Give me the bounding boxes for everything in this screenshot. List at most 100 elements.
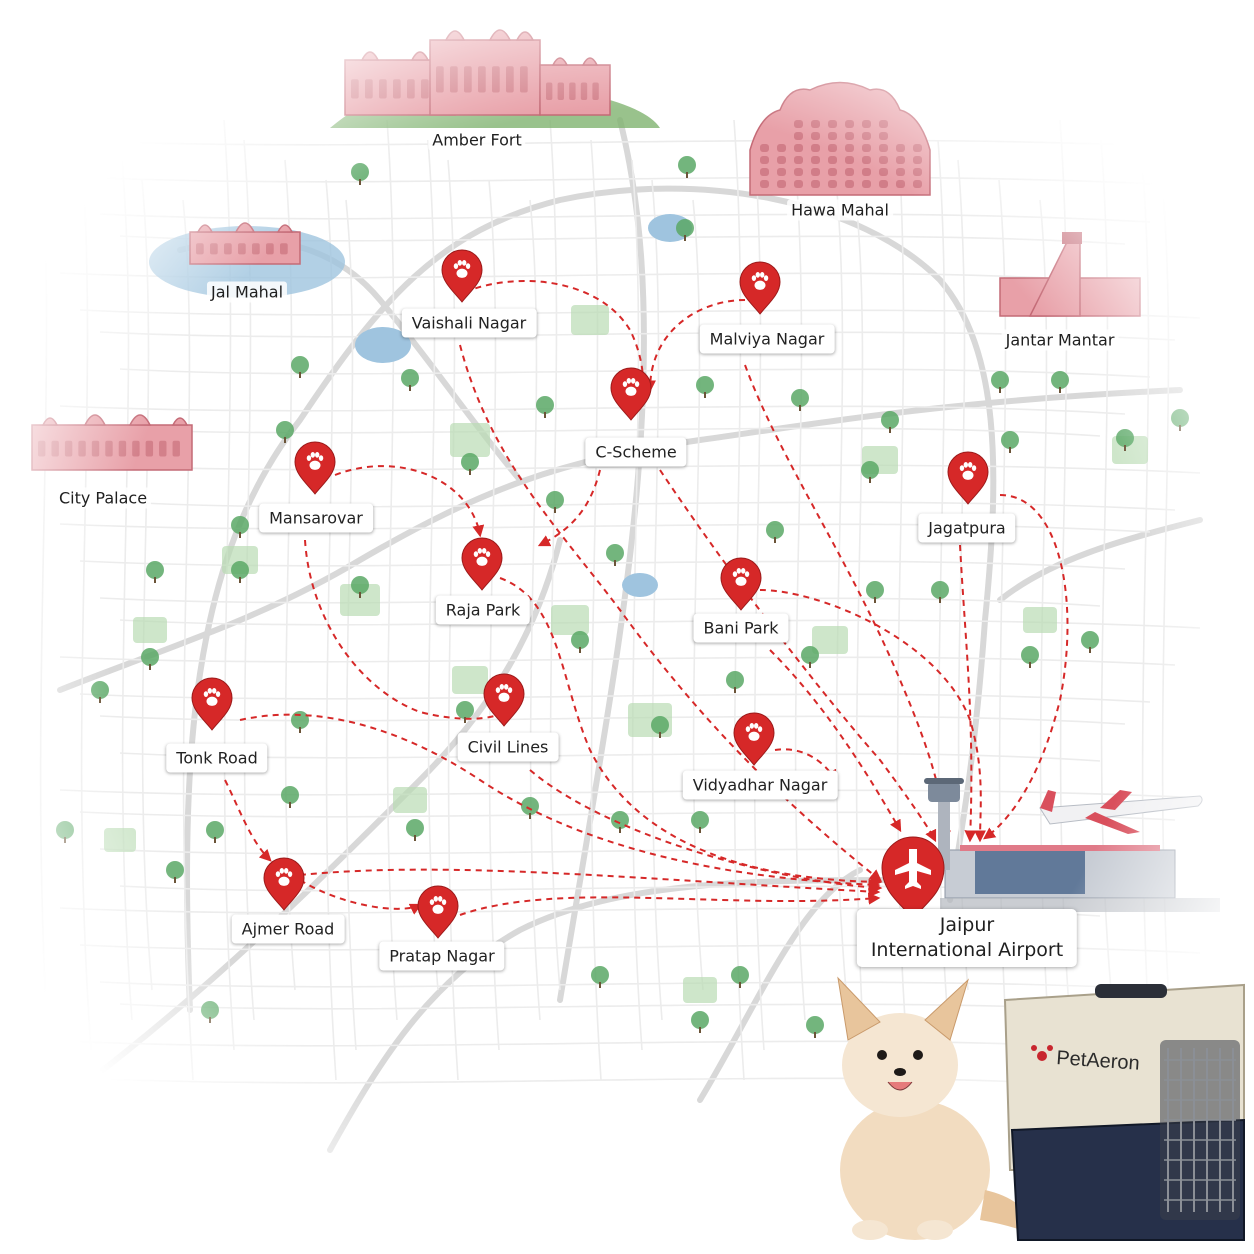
- tree-trunk: [704, 392, 706, 398]
- street: [79, 427, 1101, 437]
- tree-trunk: [1179, 425, 1181, 431]
- tree-trunk: [684, 235, 686, 241]
- street: [692, 199, 704, 991]
- tree: [931, 581, 949, 599]
- airport-label-line1: Jaipur: [939, 914, 995, 936]
- tree: [691, 811, 709, 829]
- street: [59, 1040, 1126, 1050]
- pet-crate: PetAeron: [1003, 983, 1245, 1241]
- tree-trunk: [544, 412, 546, 418]
- location-label-malviya-nagar[interactable]: Malviya Nagar: [699, 324, 835, 354]
- street: [590, 139, 602, 1081]
- tree: [731, 966, 749, 984]
- location-label-jagatpura[interactable]: Jagatpura: [918, 513, 1016, 543]
- major-road: [327, 877, 903, 1153]
- tree: [546, 491, 564, 509]
- major-road: [697, 867, 863, 1103]
- jal-mahal-illustration: [189, 222, 301, 265]
- tree: [351, 163, 369, 181]
- tree-trunk: [469, 469, 471, 475]
- tree: [406, 819, 424, 837]
- tree-trunk: [739, 982, 741, 988]
- amber-fort-east-wing: [539, 57, 611, 116]
- tree: [456, 701, 474, 719]
- street: [80, 139, 92, 1051]
- location-label-civil-lines[interactable]: Civil Lines: [457, 732, 559, 762]
- tree-trunk: [554, 507, 556, 513]
- tree-trunk: [409, 385, 411, 391]
- tree-trunk: [529, 813, 531, 819]
- tree: [678, 156, 696, 174]
- location-label-mansarovar[interactable]: Mansarovar: [259, 503, 373, 533]
- pin-tonk-road: [191, 677, 233, 731]
- tree: [1116, 429, 1134, 447]
- tree: [351, 576, 369, 594]
- park: [393, 787, 427, 813]
- crate-handle: [1095, 984, 1167, 998]
- tree-trunk: [619, 827, 621, 833]
- tree-trunk: [209, 1017, 211, 1023]
- tree-trunk: [869, 477, 871, 483]
- location-label-bani-park[interactable]: Bani Park: [693, 613, 789, 643]
- amber-fort-main-block: [429, 29, 541, 116]
- street: [79, 693, 1151, 703]
- street: [99, 213, 1151, 223]
- street: [1161, 179, 1173, 1051]
- tree: [401, 369, 419, 387]
- landmark-label-amber-fort: Amber Fort: [428, 129, 526, 151]
- tree-trunk: [774, 537, 776, 543]
- tree-trunk: [814, 1032, 816, 1038]
- tree: [201, 1001, 219, 1019]
- tree-trunk: [1089, 647, 1091, 653]
- tree-trunk: [599, 982, 601, 988]
- tree: [881, 411, 899, 429]
- crate-door: [1160, 1040, 1240, 1220]
- landmark-label-jal-mahal: Jal Mahal: [206, 281, 288, 303]
- tree-trunk: [299, 372, 301, 378]
- city-palace-illustration: [31, 414, 193, 471]
- tree: [56, 821, 74, 839]
- park: [452, 666, 488, 694]
- street: [59, 139, 1201, 149]
- tree-trunk: [239, 532, 241, 538]
- location-label-ajmer-road[interactable]: Ajmer Road: [231, 914, 345, 944]
- street: [119, 1003, 1151, 1013]
- tree-trunk: [614, 560, 616, 566]
- tree: [231, 561, 249, 579]
- major-road: [997, 517, 1203, 603]
- airport-label[interactable]: Jaipur International Airport: [856, 909, 1078, 967]
- park: [1023, 607, 1057, 633]
- tree-trunk: [799, 405, 801, 411]
- location-label-vaishali-nagar[interactable]: Vaishali Nagar: [401, 308, 537, 338]
- location-label-tonk-road[interactable]: Tonk Road: [166, 743, 268, 773]
- tree: [691, 1011, 709, 1029]
- tree: [206, 821, 224, 839]
- tree-trunk: [874, 597, 876, 603]
- location-label-raja-park[interactable]: Raja Park: [435, 595, 531, 625]
- tree: [166, 861, 184, 879]
- park: [450, 423, 490, 457]
- terminal-glass: [975, 848, 1085, 894]
- pin-mansarovar: [294, 441, 336, 495]
- street: [79, 176, 1176, 186]
- pin-airport: [881, 836, 945, 919]
- location-label-pratap-nagar[interactable]: Pratap Nagar: [379, 941, 505, 971]
- tree-trunk: [359, 179, 361, 185]
- tree-trunk: [359, 592, 361, 598]
- tree-trunk: [99, 697, 101, 703]
- tree: [791, 389, 809, 407]
- location-label-c-scheme[interactable]: C-Scheme: [585, 437, 687, 467]
- route-jagatpura-airport: [983, 494, 1069, 840]
- tree-trunk: [889, 427, 891, 433]
- route-c-scheme: [537, 469, 601, 547]
- location-label-vidyadhar-nagar[interactable]: Vidyadhar Nagar: [682, 770, 838, 800]
- landmark-label-jantar-mantar: Jantar Mantar: [1001, 329, 1119, 351]
- tree: [861, 461, 879, 479]
- dog-and-crate: PetAeron: [837, 976, 1245, 1241]
- tree-trunk: [579, 647, 581, 653]
- park: [551, 605, 589, 635]
- tree: [1081, 631, 1099, 649]
- tree: [766, 521, 784, 539]
- tree: [141, 648, 159, 666]
